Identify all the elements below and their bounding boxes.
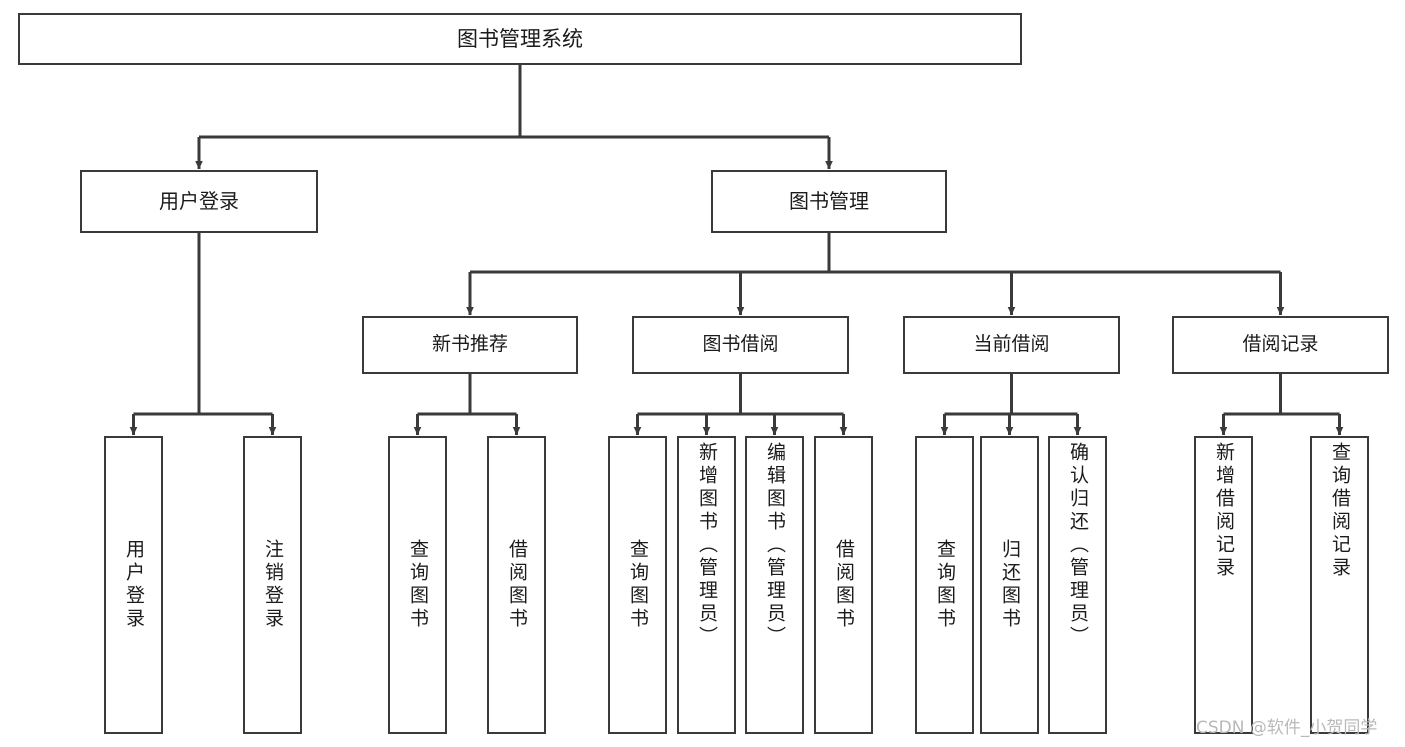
node-new-book-rec[interactable]: 新书推荐 [362,316,578,374]
node-current-borrow[interactable]: 当前借阅 [903,316,1120,374]
node-book-manage[interactable]: 图书管理 [711,170,947,233]
node-label: 图书管理系统 [457,26,583,51]
node-label: 查询图书 [627,539,649,631]
node-label: 编辑图书（管理员） [764,442,786,649]
node-label: 查询图书 [407,539,429,631]
node-label: 归还图书 [999,539,1021,631]
node-label: 图书借阅 [702,333,779,356]
node-leaf-confirm-return[interactable]: 确认归还（管理员） [1048,436,1107,734]
node-label: 用户登录 [159,189,239,213]
node-leaf-query-book-3[interactable]: 查询图书 [915,436,974,734]
node-user-login[interactable]: 用户登录 [80,170,318,233]
node-leaf-user-login[interactable]: 用户登录 [104,436,163,734]
node-label: 查询借阅记录 [1329,442,1351,580]
node-label: 借阅记录 [1242,333,1319,356]
node-root-root[interactable]: 图书管理系统 [18,13,1022,65]
node-label: 当前借阅 [973,333,1050,356]
node-leaf-borrow-book-1[interactable]: 借阅图书 [487,436,546,734]
node-leaf-borrow-book-2[interactable]: 借阅图书 [814,436,873,734]
node-label: 查询图书 [934,539,956,631]
node-label: 借阅图书 [833,539,855,631]
node-leaf-edit-book[interactable]: 编辑图书（管理员） [745,436,804,734]
node-leaf-query-book-1[interactable]: 查询图书 [388,436,447,734]
node-leaf-query-book-2[interactable]: 查询图书 [608,436,667,734]
node-leaf-query-record[interactable]: 查询借阅记录 [1310,436,1369,734]
node-leaf-add-book[interactable]: 新增图书（管理员） [677,436,736,734]
node-borrow-record[interactable]: 借阅记录 [1172,316,1389,374]
node-label: 图书管理 [789,189,869,213]
node-label: 用户登录 [123,539,145,631]
node-leaf-add-record[interactable]: 新增借阅记录 [1194,436,1253,734]
node-label: 新增图书（管理员） [696,442,718,649]
node-label: 确认归还（管理员） [1067,442,1089,649]
node-label: 注销登录 [262,539,284,631]
node-label: 新书推荐 [431,333,508,356]
node-label: 借阅图书 [506,539,528,631]
node-leaf-user-logout[interactable]: 注销登录 [243,436,302,734]
csdn-watermark: CSDN @软件_小贺同学 [1196,718,1378,738]
node-label: 新增借阅记录 [1213,442,1235,580]
node-book-borrow[interactable]: 图书借阅 [632,316,849,374]
node-leaf-return-book[interactable]: 归还图书 [980,436,1039,734]
